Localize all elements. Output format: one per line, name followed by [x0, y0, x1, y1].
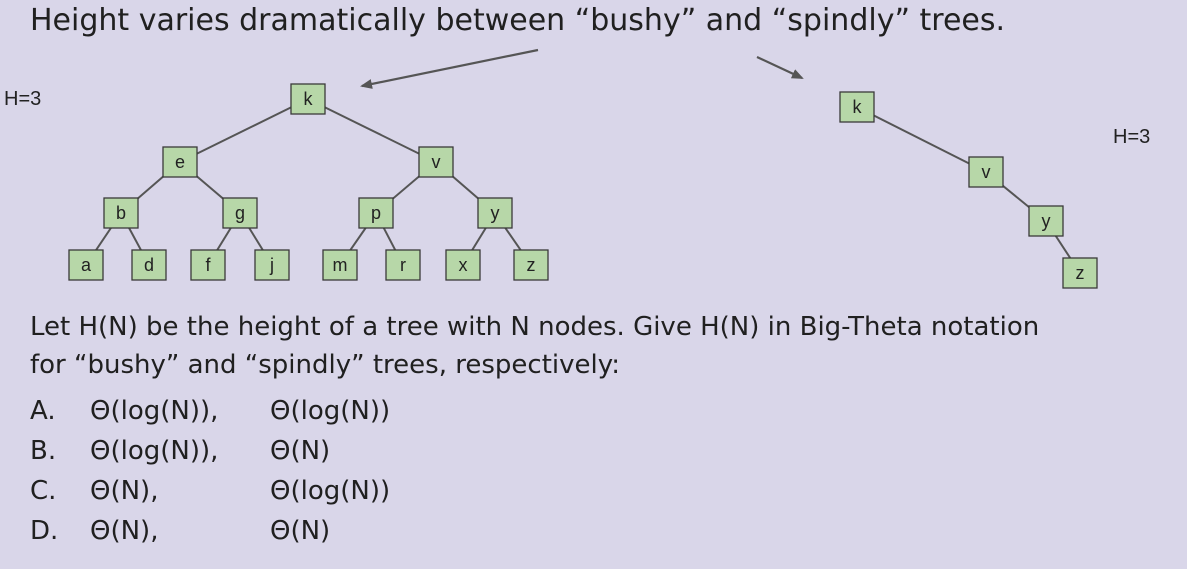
bushy-node-label: d — [144, 255, 154, 275]
bushy-node-box — [162, 146, 198, 178]
bushy-node-p: p — [358, 197, 394, 229]
bushy-node-y: y — [477, 197, 513, 229]
bushy-node-v: v — [418, 146, 454, 178]
bushy-node-box — [290, 83, 326, 115]
bushy-node-box — [190, 249, 226, 281]
bushy-node-j: j — [254, 249, 290, 281]
bushy-node-label: y — [491, 203, 500, 223]
bushy-node-k: k — [290, 83, 326, 115]
bushy-node-label: g — [235, 203, 245, 223]
spindly-node-box — [1062, 257, 1098, 289]
bushy-node-box — [322, 249, 358, 281]
bushy-node-box — [358, 197, 394, 229]
bushy-node-label: b — [116, 203, 126, 223]
bushy-node-d: d — [131, 249, 167, 281]
spindly-node-box — [839, 91, 875, 123]
bushy-node-label: z — [527, 255, 536, 275]
option-letter: D. — [30, 516, 59, 546]
bushy-node-box — [103, 197, 139, 229]
bushy-node-a: a — [68, 249, 104, 281]
bushy-node-box — [418, 146, 454, 178]
arrow-to-bushy-tree — [360, 48, 539, 89]
bushy-node-r: r — [385, 249, 421, 281]
bushy-node-label: a — [81, 255, 92, 275]
bushy-node-x: x — [445, 249, 481, 281]
bushy-node-label: r — [400, 255, 406, 275]
bushy-node-box — [131, 249, 167, 281]
option-bushy-complexity: Θ(log(N)), — [90, 396, 219, 426]
bushy-edge-k-v — [307, 98, 437, 163]
bushy-node-b: b — [103, 197, 139, 229]
slide-title: Height varies dramatically between “bush… — [30, 3, 1006, 38]
tree-diagram: k e v b g p y a d f j m r x z k v y z — [68, 48, 1098, 289]
option-spindly-complexity: Θ(N) — [270, 516, 331, 546]
bushy-node-z: z — [513, 249, 549, 281]
bushy-node-m: m — [322, 249, 358, 281]
option-spindly-complexity: Θ(log(N)) — [270, 476, 391, 506]
spindly-node-label: k — [853, 97, 863, 117]
spindly-node-label: v — [982, 162, 991, 182]
arrow-to-spindly-tree — [756, 56, 804, 79]
bushy-node-box — [445, 249, 481, 281]
spindly-height-label: H=3 — [1113, 126, 1151, 148]
bushy-node-label: e — [175, 152, 185, 172]
bushy-height-label: H=3 — [4, 88, 42, 110]
option-bushy-complexity: Θ(log(N)), — [90, 436, 219, 466]
option-letter: C. — [30, 476, 57, 506]
option-bushy-complexity: Θ(N), — [90, 516, 159, 546]
bushy-node-box — [513, 249, 549, 281]
spindly-node-v: v — [968, 156, 1004, 188]
option-bushy-complexity: Θ(N), — [90, 476, 159, 506]
bushy-node-label: j — [269, 255, 274, 275]
spindly-node-label: y — [1042, 211, 1051, 231]
bushy-node-box — [385, 249, 421, 281]
option-letter: A. — [30, 396, 56, 426]
bushy-node-e: e — [162, 146, 198, 178]
bushy-node-box — [254, 249, 290, 281]
option-spindly-complexity: Θ(log(N)) — [270, 396, 391, 426]
spindly-node-k: k — [839, 91, 875, 123]
spindly-node-y: y — [1028, 205, 1064, 237]
bushy-node-g: g — [222, 197, 258, 229]
bushy-node-label: f — [205, 255, 211, 275]
bushy-node-label: v — [432, 152, 441, 172]
spindly-node-box — [968, 156, 1004, 188]
bushy-node-box — [222, 197, 258, 229]
bushy-node-box — [68, 249, 104, 281]
option-spindly-complexity: Θ(N) — [270, 436, 331, 466]
bushy-node-label: x — [459, 255, 468, 275]
bushy-node-box — [477, 197, 513, 229]
spindly-node-box — [1028, 205, 1064, 237]
question-text: Let H(N) be the height of a tree with N … — [30, 308, 1130, 384]
option-letter: B. — [30, 436, 57, 466]
question-line-2: for “bushy” and “spindly” trees, respect… — [30, 350, 620, 380]
bushy-node-label: k — [304, 89, 314, 109]
bushy-edge-k-e — [179, 98, 309, 163]
spindly-node-label: z — [1076, 263, 1085, 283]
bushy-node-label: m — [333, 255, 348, 275]
question-line-1: Let H(N) be the height of a tree with N … — [30, 312, 1040, 342]
spindly-node-z: z — [1062, 257, 1098, 289]
bushy-node-label: p — [371, 203, 381, 223]
bushy-node-f: f — [190, 249, 226, 281]
spindly-edge-k-v — [856, 106, 987, 173]
